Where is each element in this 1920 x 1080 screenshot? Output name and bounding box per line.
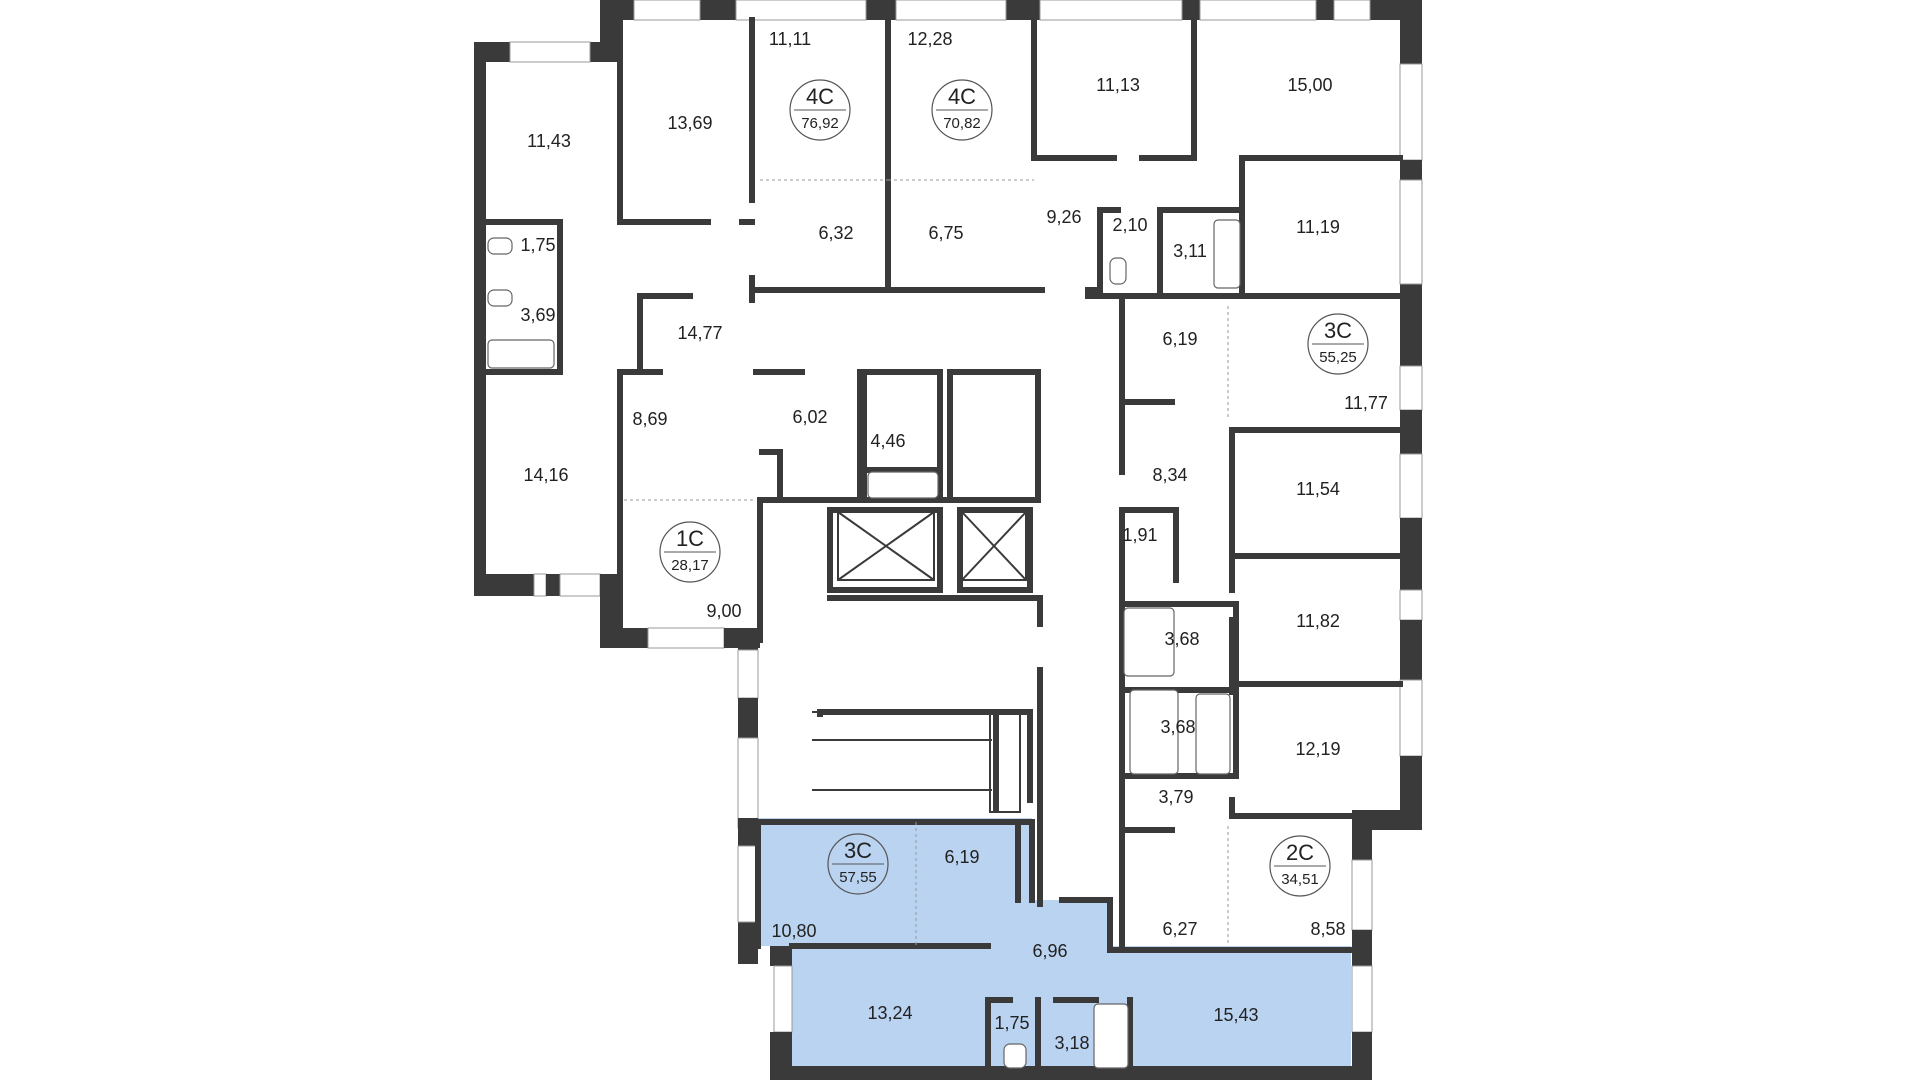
outer-walls bbox=[474, 0, 1423, 1080]
room-area-label: 8,69 bbox=[632, 409, 667, 429]
room-area-label: 6,19 bbox=[1162, 329, 1197, 349]
room-area-label: 11,13 bbox=[1096, 75, 1140, 95]
room-area-label: 1,75 bbox=[520, 235, 555, 255]
apartment-badge[interactable]: 2С 34,51 bbox=[1269, 835, 1331, 897]
room-area-label: 13,69 bbox=[667, 113, 712, 133]
apartment-type: 4С bbox=[806, 84, 834, 109]
room-area-label: 8,58 bbox=[1310, 919, 1345, 939]
apartment-badges: 4С 76,92 4С 70,82 3С 55,25 1С 28,17 3С 5… bbox=[659, 79, 1369, 897]
room-area-label: 15,43 bbox=[1213, 1005, 1258, 1025]
apartment-badge[interactable]: 4С 70,82 bbox=[931, 79, 993, 141]
room-area-label: 10,80 bbox=[771, 921, 816, 941]
room-area-label: 6,96 bbox=[1032, 941, 1067, 961]
room-area-label: 6,02 bbox=[792, 407, 827, 427]
apartment-type: 1С bbox=[676, 526, 704, 551]
room-area-label: 11,43 bbox=[527, 131, 571, 151]
room-area-label: 6,75 bbox=[928, 223, 963, 243]
room-area-label: 1,75 bbox=[994, 1013, 1029, 1033]
room-area-label: 9,00 bbox=[706, 601, 741, 621]
apartment-area: 76,92 bbox=[801, 115, 839, 132]
room-labels: 11,43 13,69 11,11 12,28 11,13 15,00 11,1… bbox=[520, 29, 1387, 1053]
room-area-label: 3,11 bbox=[1173, 241, 1207, 261]
interior-walls bbox=[483, 17, 1403, 1073]
apartment-area: 55,25 bbox=[1319, 349, 1357, 366]
apartment-area: 70,82 bbox=[943, 115, 981, 132]
room-area-label: 11,77 bbox=[1344, 393, 1388, 413]
room-area-label: 8,34 bbox=[1152, 465, 1187, 485]
apartment-area: 57,55 bbox=[839, 869, 877, 886]
apartment-type: 3С bbox=[1324, 318, 1352, 343]
highlighted-apartment-fill[interactable] bbox=[758, 818, 1351, 1074]
room-area-label: 2,10 bbox=[1112, 215, 1147, 235]
room-area-label: 3,79 bbox=[1158, 787, 1193, 807]
apartment-badge[interactable]: 3С 55,25 bbox=[1307, 313, 1369, 375]
room-area-label: 9,26 bbox=[1046, 207, 1081, 227]
room-area-label: 11,82 bbox=[1296, 611, 1340, 631]
room-area-label: 11,11 bbox=[769, 29, 811, 49]
room-area-label: 13,24 bbox=[867, 1003, 912, 1023]
room-area-label: 6,19 bbox=[944, 847, 979, 867]
apartment-type: 4С bbox=[948, 84, 976, 109]
room-area-label: 11,19 bbox=[1296, 217, 1340, 237]
room-area-label: 3,68 bbox=[1164, 629, 1199, 649]
apartment-area: 28,17 bbox=[671, 557, 709, 574]
room-area-label: 1,91 bbox=[1122, 525, 1157, 545]
zone-dividers bbox=[624, 179, 1229, 946]
room-area-label: 6,27 bbox=[1162, 919, 1197, 939]
apartment-badge[interactable]: 3С 57,55 bbox=[827, 833, 889, 895]
room-area-label: 15,00 bbox=[1287, 75, 1332, 95]
elevator-shafts bbox=[837, 511, 1027, 581]
bathroom-fixtures bbox=[487, 219, 1241, 1069]
room-area-label: 3,69 bbox=[520, 305, 555, 325]
apartment-area: 34,51 bbox=[1281, 871, 1319, 888]
room-area-label: 4,46 bbox=[870, 431, 905, 451]
room-area-label: 14,16 bbox=[523, 465, 568, 485]
room-area-label: 11,54 bbox=[1296, 479, 1340, 499]
apartment-badge[interactable]: 1С 28,17 bbox=[659, 521, 721, 583]
apartment-type: 3С bbox=[844, 838, 872, 863]
room-area-label: 3,18 bbox=[1054, 1033, 1089, 1053]
room-area-label: 14,77 bbox=[677, 323, 722, 343]
room-area-label: 12,28 bbox=[907, 29, 952, 49]
room-area-label: 12,19 bbox=[1295, 739, 1340, 759]
room-area-label: 3,68 bbox=[1160, 717, 1195, 737]
apartment-type: 2С bbox=[1286, 840, 1314, 865]
apartment-badge[interactable]: 4С 76,92 bbox=[789, 79, 851, 141]
room-area-label: 6,32 bbox=[818, 223, 853, 243]
stairwell bbox=[812, 711, 1021, 813]
